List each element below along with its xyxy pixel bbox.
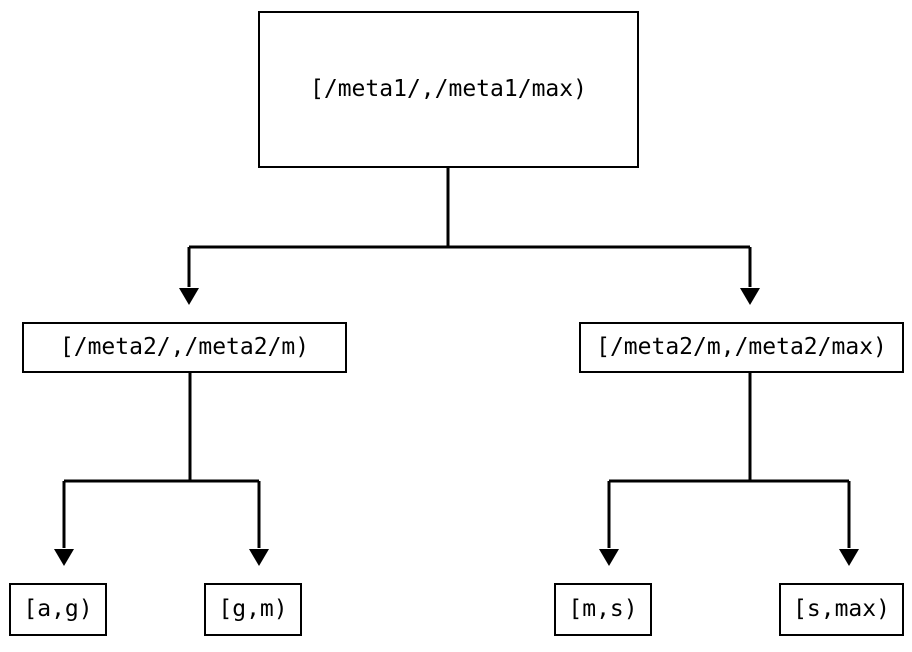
node-leaf-g-m-label: [g,m) — [218, 596, 288, 622]
arrowhead-leaf-m-s — [599, 549, 619, 566]
node-leaf-s-max[interactable]: [s,max) — [779, 583, 904, 636]
node-root-label: [/meta1/,/meta1/max) — [310, 76, 587, 102]
node-leaf-m-s-label: [m,s) — [568, 596, 638, 622]
node-branch-left[interactable]: [/meta2/,/meta2/m) — [22, 322, 347, 373]
node-leaf-m-s[interactable]: [m,s) — [554, 583, 652, 636]
edge-branch-right-to-leaves — [607, 373, 851, 548]
edge-root-to-branches — [187, 168, 752, 287]
edge-branch-left-to-leaves — [62, 373, 261, 548]
node-leaf-g-m[interactable]: [g,m) — [204, 583, 302, 636]
arrowhead-branch-left — [179, 288, 199, 305]
node-branch-left-label: [/meta2/,/meta2/m) — [59, 334, 310, 360]
node-leaf-s-max-label: [s,max) — [793, 596, 890, 622]
arrowhead-leaf-a-g — [54, 549, 74, 566]
arrowhead-leaf-s-max — [839, 549, 859, 566]
node-leaf-a-g-label: [a,g) — [23, 596, 93, 622]
node-root[interactable]: [/meta1/,/meta1/max) — [258, 11, 639, 168]
node-branch-right-label: [/meta2/m,/meta2/max) — [596, 334, 887, 360]
node-branch-right[interactable]: [/meta2/m,/meta2/max) — [579, 322, 904, 373]
arrowhead-branch-right — [740, 288, 760, 305]
arrowhead-leaf-g-m — [249, 549, 269, 566]
node-leaf-a-g[interactable]: [a,g) — [9, 583, 107, 636]
